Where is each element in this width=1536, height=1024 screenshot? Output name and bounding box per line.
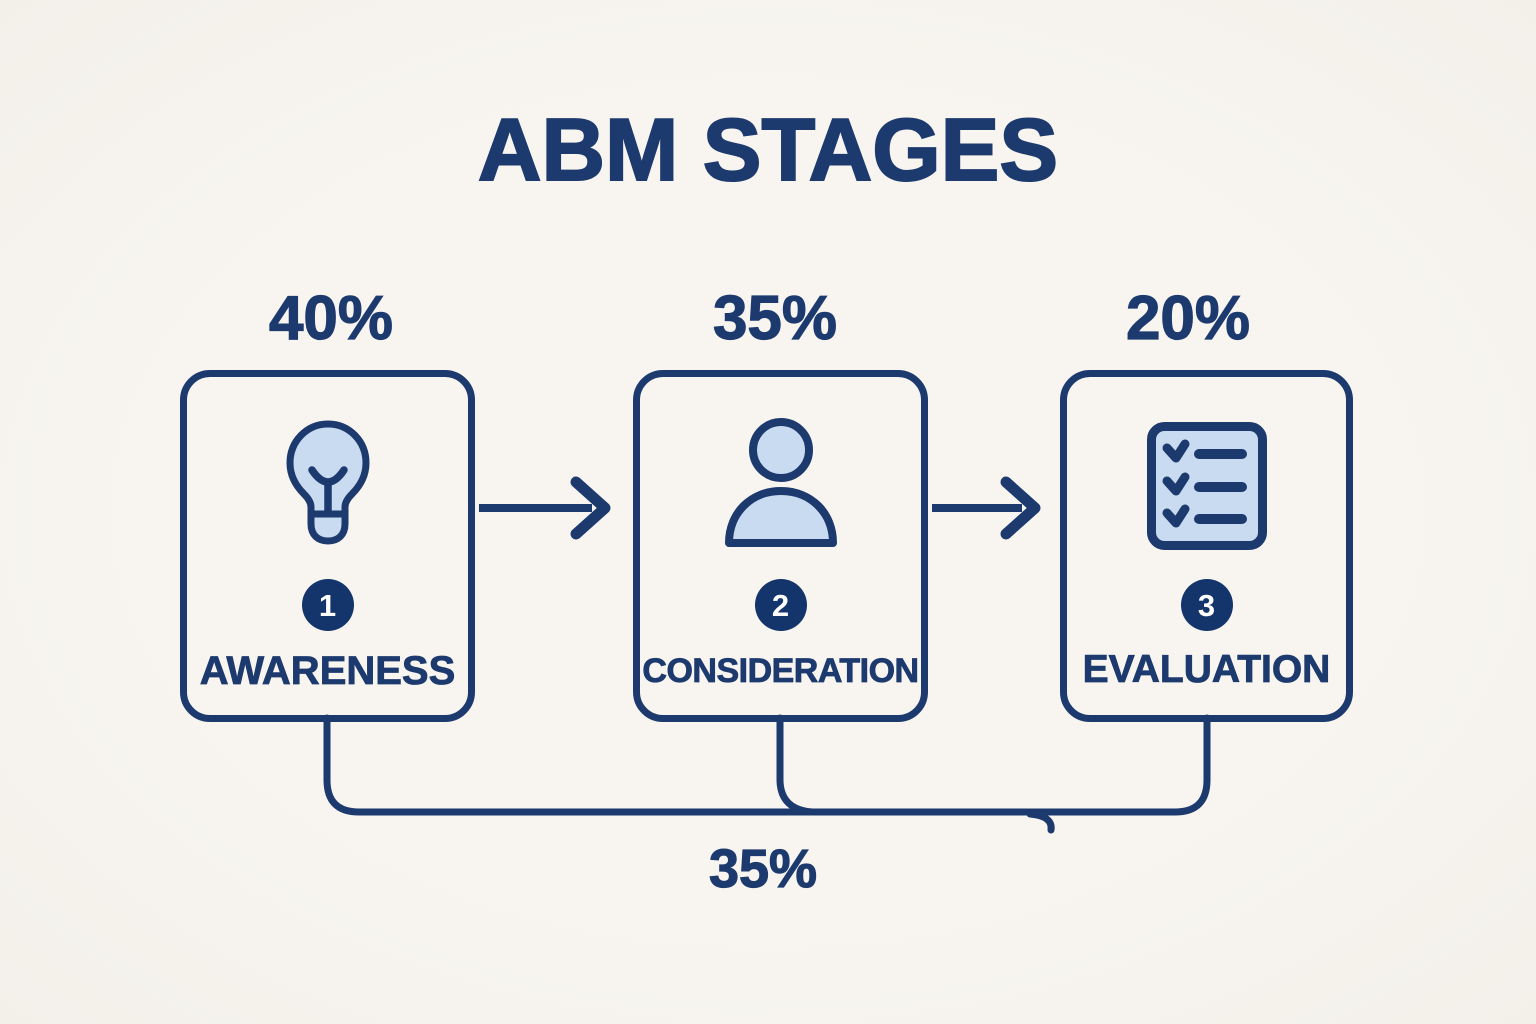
stage-2-percent: 35% — [712, 284, 838, 353]
arrow-right-icon — [932, 476, 1041, 540]
person-icon — [724, 418, 837, 547]
stage-number-badge: 1 — [301, 579, 354, 631]
stage-label: AWARENESS — [199, 649, 456, 694]
stage-card-evaluation: 3 EVALUATION — [1060, 370, 1353, 722]
stage-number: 3 — [1197, 587, 1216, 623]
stage-number: 2 — [771, 587, 790, 623]
stage-number-badge: 2 — [754, 579, 807, 631]
lightbulb-icon — [286, 420, 369, 545]
stage-label: EVALUATION — [1082, 648, 1331, 692]
stage-card-awareness: 1 AWARENESS — [180, 370, 475, 722]
bottom-connector-line — [323, 714, 1211, 834]
bottom-connector-percent: 35% — [708, 839, 818, 899]
stage-3-percent: 20% — [1125, 284, 1251, 353]
checklist-icon — [1146, 422, 1267, 550]
page-title: ABM STAGES — [477, 100, 1059, 199]
stage-card-consideration: 2 CONSIDERATION — [633, 370, 928, 722]
stage-1-percent: 40% — [268, 284, 394, 353]
stage-number-badge: 3 — [1180, 579, 1233, 631]
arrow-right-icon — [479, 476, 611, 540]
stage-number: 1 — [318, 587, 337, 623]
stage-label: CONSIDERATION — [642, 652, 920, 691]
